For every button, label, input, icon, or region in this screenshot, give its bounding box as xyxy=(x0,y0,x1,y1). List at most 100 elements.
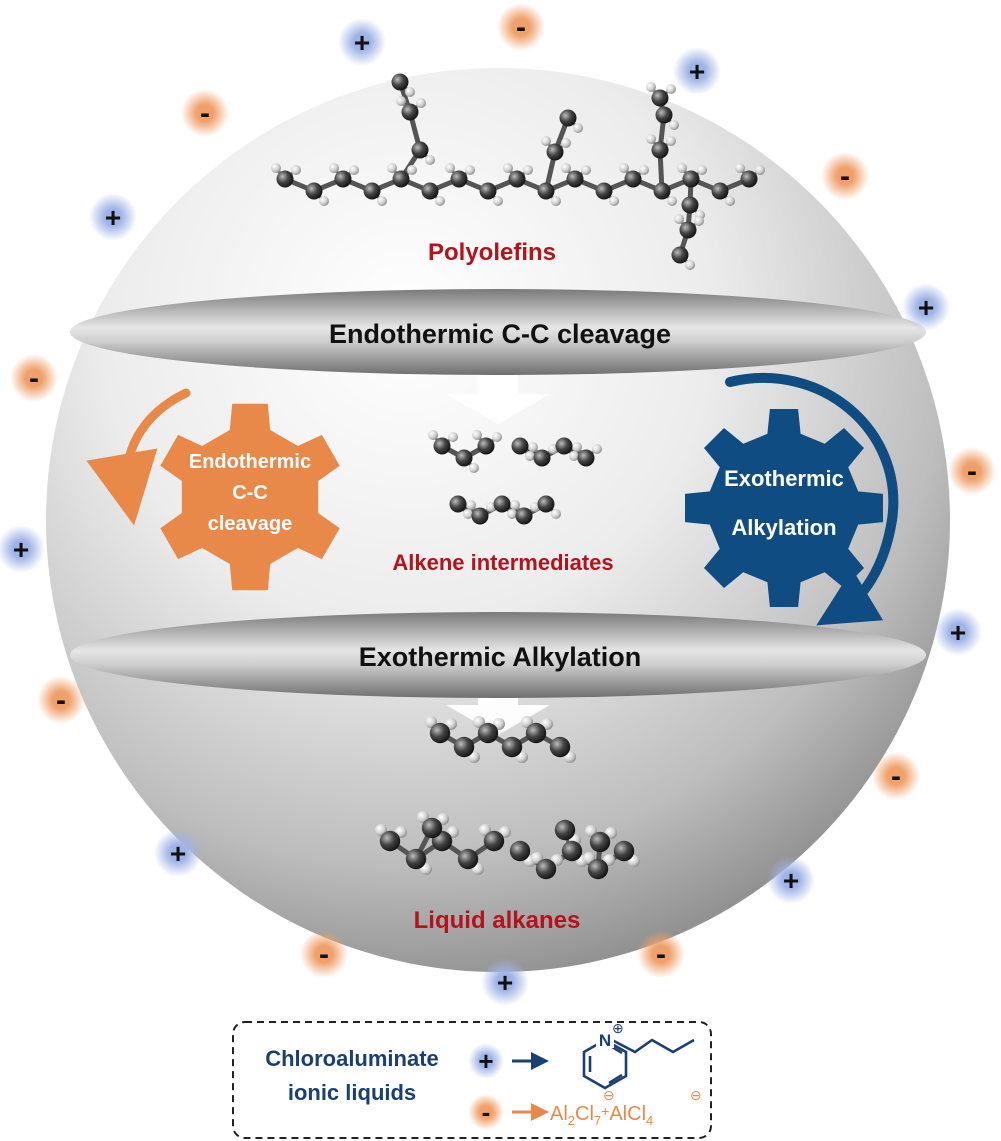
hydrogen-atom xyxy=(525,451,535,461)
hydrogen-atom xyxy=(425,155,435,165)
hydrogen-atom xyxy=(396,96,406,106)
carbon-atom xyxy=(535,858,557,880)
anion-cl: Cl xyxy=(575,1103,594,1125)
hydrogen-atom xyxy=(697,165,707,175)
hydrogen-atom xyxy=(507,509,517,519)
legend-title-line1: Chloroaluminate xyxy=(265,1046,439,1071)
reaction-sphere xyxy=(46,68,950,972)
anion-marker xyxy=(872,752,920,800)
hydrogen-atom xyxy=(551,196,561,206)
cation-symbol: + xyxy=(13,534,29,565)
carbon-atom xyxy=(711,182,729,200)
carbon-atom xyxy=(449,495,467,513)
carbon-atom xyxy=(392,170,410,188)
hydrogen-atom xyxy=(448,432,458,442)
hydrogen-atom xyxy=(528,442,538,452)
anion-marker xyxy=(821,152,869,200)
anion-symbol: - xyxy=(29,362,39,395)
gear-left-shape xyxy=(160,403,340,591)
polyolefins-label: Polyolefins xyxy=(428,239,556,266)
carbon-atom xyxy=(457,848,479,870)
legend-box: Chloroaluminate ionic liquids + N ⊕ - Al… xyxy=(232,1020,712,1139)
hydrogen-atom xyxy=(416,98,426,108)
anion-marker xyxy=(181,89,229,137)
hydrogen-atom xyxy=(669,120,679,130)
anion-charge-1: ⊖ xyxy=(603,1087,615,1103)
carbon-atom xyxy=(566,170,584,188)
hydrogen-atom xyxy=(666,84,676,94)
carbon-atom xyxy=(391,73,409,91)
hydrogen-atom xyxy=(646,134,656,144)
liquid-alkanes-label: Liquid alkanes xyxy=(414,907,581,934)
pyridine-ring xyxy=(582,1038,628,1090)
hydrogen-atom xyxy=(667,196,677,206)
gear-right-line1: Exothermic xyxy=(724,466,844,491)
hydrogen-atom xyxy=(445,163,455,173)
cation-symbol: + xyxy=(170,838,186,869)
anion-sub-4: 4 xyxy=(646,1113,653,1128)
cation-marker xyxy=(673,47,721,95)
cation-symbol: + xyxy=(105,202,121,233)
hydrogen-atom xyxy=(271,163,281,173)
gear-endothermic: Endothermic C-C cleavage xyxy=(160,403,340,591)
hydrogen-atom xyxy=(377,196,387,206)
cation-symbol: + xyxy=(689,56,705,87)
carbon-atom xyxy=(653,182,671,200)
alkene-molecules xyxy=(428,430,602,525)
cation-symbol: + xyxy=(497,967,513,998)
hydrogen-atom xyxy=(677,163,687,173)
carbon-atom xyxy=(379,830,401,852)
hydrogen-atom xyxy=(619,163,629,173)
hydrogen-atom xyxy=(541,136,551,146)
hydrogen-atom xyxy=(465,165,475,175)
pyridinium-nitrogen: N xyxy=(599,1031,611,1050)
gear-right-shape xyxy=(685,409,883,607)
carbon-atom xyxy=(549,736,571,758)
alkane-molecules xyxy=(375,716,640,880)
hydrogen-atom xyxy=(569,451,579,461)
hydrogen-atom xyxy=(493,196,503,206)
hydrogen-atom xyxy=(674,214,684,224)
cation-symbol: + xyxy=(783,865,799,896)
hydrogen-atom xyxy=(755,165,765,175)
hydrogen-atom xyxy=(329,163,339,173)
carbon-atom xyxy=(587,858,609,880)
carbon-atom xyxy=(305,182,323,200)
anion-plus: + xyxy=(601,1103,609,1119)
hydrogen-atom xyxy=(486,502,496,512)
carbon-atom xyxy=(554,819,576,841)
hydrogen-atom xyxy=(725,196,735,206)
gear-exothermic: Exothermic Alkylation xyxy=(685,409,883,607)
carbon-atom xyxy=(546,143,564,161)
hydrogen-atom xyxy=(349,165,359,175)
ion-ring: +-+--++--++--++--+ xyxy=(0,3,996,1006)
carbon-atom xyxy=(450,170,468,188)
carbon-atom xyxy=(334,170,352,188)
gear-right-line2: Alkylation xyxy=(731,515,836,540)
carbon-atom xyxy=(613,840,635,862)
anion-marker xyxy=(37,676,85,724)
hydrogen-atom xyxy=(466,500,476,510)
anion-symbol: - xyxy=(967,455,977,488)
anion-marker xyxy=(497,3,545,51)
anion-marker xyxy=(10,354,58,402)
cation-marker xyxy=(934,608,982,656)
anion-symbol: - xyxy=(56,684,66,717)
carbon-atom xyxy=(555,437,573,455)
carbon-atom xyxy=(559,109,577,127)
hydrogen-atom xyxy=(319,196,329,206)
anion-marker xyxy=(637,930,685,978)
anion-symbol: - xyxy=(319,938,329,971)
cation-marker xyxy=(154,829,202,877)
hydrogen-atom xyxy=(694,216,704,226)
hydrogen-atom xyxy=(609,196,619,206)
carbon-atom xyxy=(363,182,381,200)
carbon-atom xyxy=(671,246,689,264)
hydrogen-atom xyxy=(428,430,438,440)
carbon-atom xyxy=(493,495,511,513)
legend-title-line2: ionic liquids xyxy=(288,1080,416,1105)
anion-marker xyxy=(300,930,348,978)
anion-symbol: - xyxy=(891,760,901,793)
carbon-atom xyxy=(477,722,499,744)
